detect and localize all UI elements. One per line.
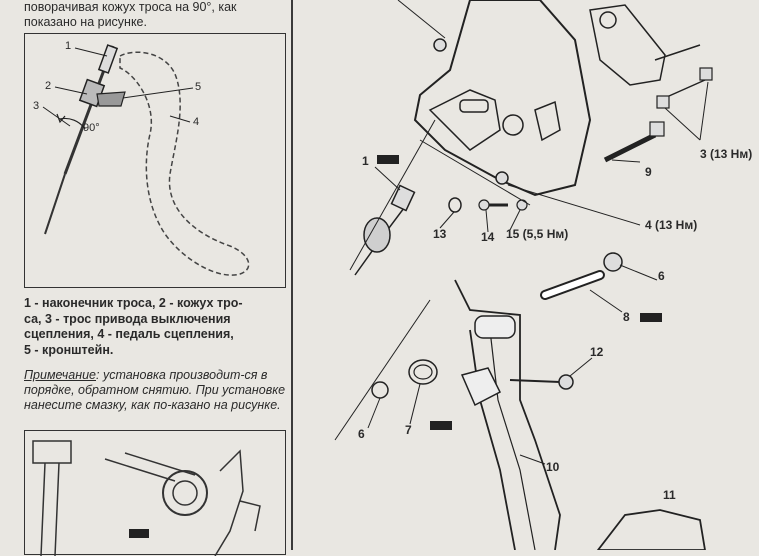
callout-12: 12 xyxy=(590,345,604,359)
intro-paragraph: поворачивая кожух троса на 90°, как пока… xyxy=(24,0,237,29)
cable-installation-figure: 1 2 3 4 5 90° xyxy=(24,33,286,288)
callout-11: 11 xyxy=(663,488,676,502)
callout-10: 10 xyxy=(546,460,560,474)
callout-8: 8 xyxy=(623,310,630,324)
callout-7: 7 xyxy=(405,423,412,437)
left-text-column: поворачивая кожух троса на 90°, как пока… xyxy=(0,0,292,556)
grease-icon xyxy=(640,313,662,322)
callout-5: 5 xyxy=(195,81,202,93)
lubrication-drawing xyxy=(32,440,261,556)
callout-2: 2 xyxy=(45,80,52,92)
callout-6-left: 6 xyxy=(358,427,365,441)
angle-label: 90° xyxy=(83,122,100,134)
callout-4: 4 xyxy=(193,116,200,128)
column-divider xyxy=(291,0,293,550)
grease-icon xyxy=(129,529,149,538)
callout-4: 4 (13 Нм) xyxy=(645,218,698,232)
callout-6-right: 6 xyxy=(658,269,665,283)
callout-3: 3 xyxy=(33,100,40,112)
callout-1: 1 xyxy=(362,154,369,168)
callout-1: 1 xyxy=(65,40,72,52)
callout-15: 15 (5,5 Нм) xyxy=(506,227,569,241)
grease-icon xyxy=(430,421,452,430)
note-text: : установка производит-ся в порядке, обр… xyxy=(24,368,286,412)
cable-installation-drawing xyxy=(42,44,250,276)
note-label: Примечание xyxy=(24,368,96,382)
callout-3: 3 (13 Нм) xyxy=(700,147,753,161)
callout-13: 13 xyxy=(433,227,447,241)
installation-note: Примечание: установка производит-ся в по… xyxy=(24,368,286,413)
callout-14: 14 xyxy=(481,230,495,244)
grease-icon xyxy=(377,155,399,164)
figure-legend: 1 - наконечник троса, 2 - кожух тро- са,… xyxy=(24,296,243,357)
callout-9: 9 xyxy=(645,165,652,179)
